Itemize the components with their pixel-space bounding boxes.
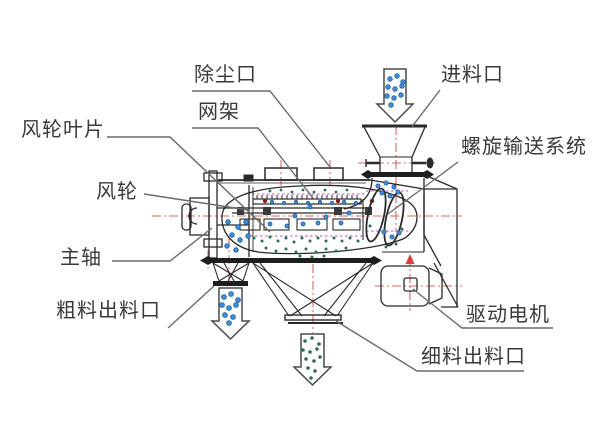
dust-port-right xyxy=(313,167,344,181)
leader-wheel-blades xyxy=(107,136,271,233)
leader-lines xyxy=(107,89,553,372)
label-drive-motor: 驱动电机 xyxy=(466,304,550,326)
label-wind-wheel: 风轮 xyxy=(96,181,138,203)
hopper-knob xyxy=(426,157,434,169)
leader-wind-wheel xyxy=(143,193,249,211)
motor-drawing xyxy=(380,265,443,307)
leader-main-shaft xyxy=(112,227,213,262)
label-coarse-outlet: 粗料出料口 xyxy=(56,300,161,322)
dust-port-left xyxy=(264,167,298,181)
label-main-shaft: 主轴 xyxy=(60,247,102,269)
screen-dash-lines xyxy=(250,190,408,237)
screw-coil xyxy=(365,187,405,247)
label-feed-inlet: 进料口 xyxy=(441,64,504,86)
leader-drive-motor xyxy=(412,288,553,329)
leader-screw-conveyor xyxy=(387,161,459,215)
red-arrow-marker xyxy=(405,254,415,264)
support-frame xyxy=(423,175,459,308)
label-mesh-frame: 网架 xyxy=(198,101,240,123)
leader-coarse-outlet xyxy=(167,285,215,329)
base-bar xyxy=(200,256,382,265)
coarse-cone xyxy=(212,262,250,286)
fine-arrow xyxy=(292,333,333,387)
leader-fine-outlet xyxy=(335,320,524,372)
label-wheel-blades: 风轮叶片 xyxy=(21,119,105,141)
leader-feed-inlet xyxy=(410,89,441,129)
label-dust-port: 除尘口 xyxy=(194,64,257,86)
feed-hopper xyxy=(361,124,434,179)
particles-blue xyxy=(219,73,406,326)
leader-mesh-frame xyxy=(192,127,314,199)
particles-green xyxy=(252,188,404,380)
leader-dust-port xyxy=(192,90,331,168)
casing-top xyxy=(218,167,425,190)
fine-cone xyxy=(252,262,374,324)
label-screw-conveyor: 螺旋输送系统 xyxy=(461,136,587,158)
label-fine-outlet: 细料出料口 xyxy=(421,346,526,368)
